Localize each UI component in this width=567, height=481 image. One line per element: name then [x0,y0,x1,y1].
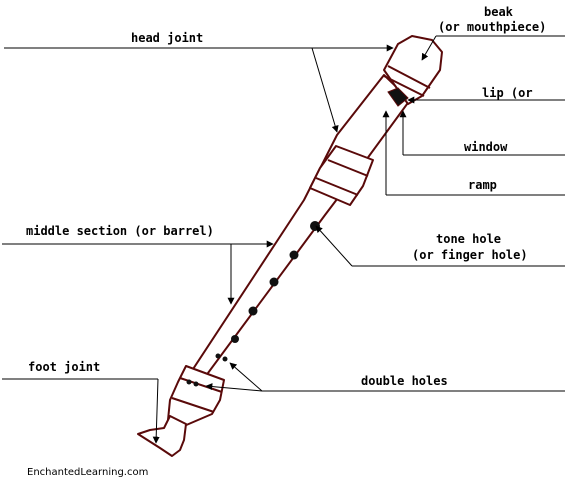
label-double-holes: double holes [361,374,448,388]
label-lip: lip (or [482,86,533,100]
tone-hole-4 [248,306,258,316]
head-joint-ring [309,145,374,206]
double-hole-1b [222,356,228,362]
tone-hole-3 [269,277,279,287]
label-window: window [464,140,508,154]
label-tone-hole: tone hole [436,232,501,246]
label-ramp: ramp [468,178,497,192]
tone-hole-2 [289,250,299,260]
double-hole-2b [193,381,199,387]
foot-joint [167,365,225,427]
label-middle-section: middle section (or barrel) [26,224,214,238]
label-beak: beak [484,5,514,19]
bell [137,415,187,457]
tone-hole-5 [231,335,239,343]
leader-lines [2,35,565,444]
label-tone-hole-sub: (or finger hole) [412,248,528,262]
double-hole-2a [186,379,192,385]
label-head-joint: head joint [131,31,203,45]
credit: EnchantedLearning.com [27,467,148,478]
label-beak-sub: (or mouthpiece) [438,20,546,34]
label-foot-joint: foot joint [28,360,100,374]
double-hole-1a [215,353,221,359]
recorder [137,35,443,457]
